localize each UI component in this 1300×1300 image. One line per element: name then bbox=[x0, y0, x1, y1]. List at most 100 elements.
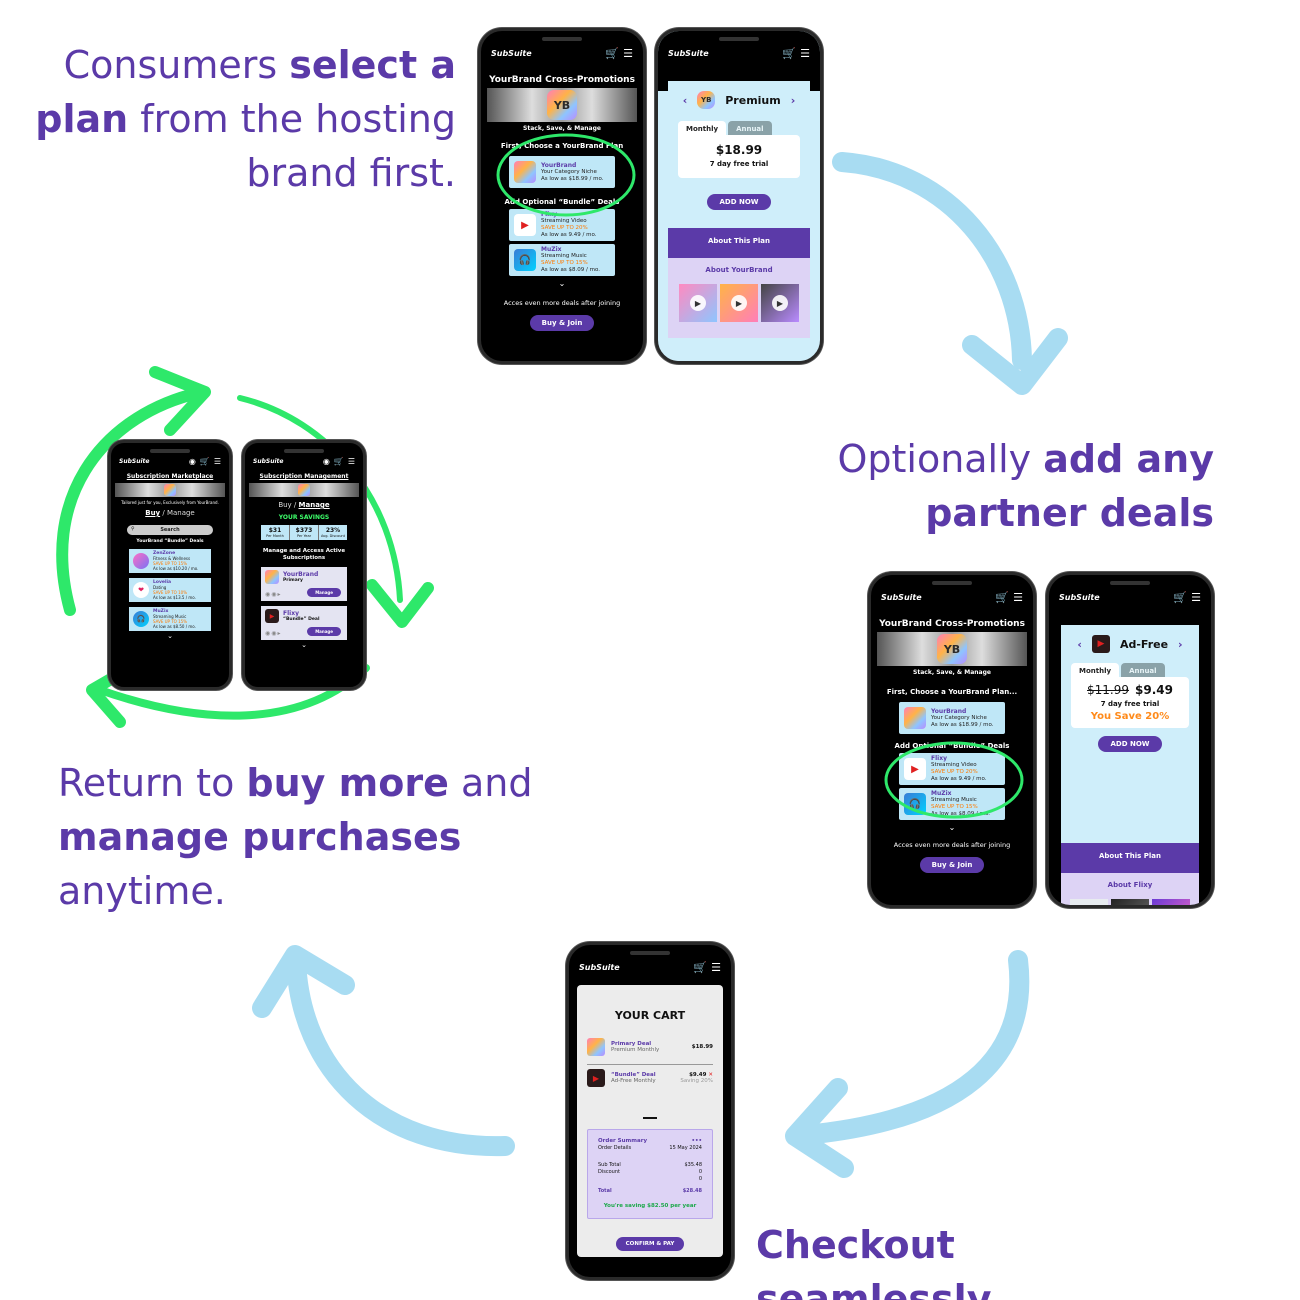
menu-icon[interactable]: ☰ bbox=[213, 456, 221, 466]
cart-item-price: $18.99 bbox=[691, 1044, 713, 1050]
card-price: As low as $18.99 / mo. bbox=[541, 175, 604, 182]
caption-bold: buy more bbox=[246, 761, 449, 805]
sub-card-flixy[interactable]: ▶Flixy“Bundle” Deal ◉◉▸ Manage bbox=[261, 606, 347, 640]
search-input[interactable]: ⚲Search bbox=[127, 525, 213, 535]
remove-icon[interactable]: ✕ bbox=[708, 1072, 713, 1078]
tab-monthly[interactable]: Monthly bbox=[1071, 663, 1120, 677]
media-thumb[interactable]: ▶ bbox=[1111, 899, 1149, 905]
old-price: $11.99 bbox=[1087, 683, 1130, 697]
tab-annual[interactable]: Annual bbox=[728, 121, 772, 135]
chevron-down-icon[interactable]: ⌄ bbox=[301, 641, 307, 649]
subsuite-logo: SubSuite bbox=[881, 592, 922, 602]
about-plan-button[interactable]: About This Plan bbox=[1061, 843, 1199, 873]
chevron-left-icon[interactable]: ‹ bbox=[1077, 637, 1082, 651]
menu-icon[interactable]: ☰ bbox=[800, 46, 810, 60]
phone-cross-promotions-a: SubSuite 🛒☰ YourBrand Cross-Promotions Y… bbox=[478, 28, 646, 364]
total-label: Total bbox=[598, 1188, 612, 1194]
app-header: SubSuite 🛒☰ bbox=[1049, 575, 1211, 605]
yourbrand-logo bbox=[164, 484, 176, 496]
tab-buy[interactable]: Buy bbox=[278, 501, 292, 509]
card-price: As low as $8.09 / mo. bbox=[931, 811, 990, 817]
cart-icon[interactable]: 🛒 bbox=[995, 590, 1010, 604]
card-save: SAVE UP TO 15% bbox=[153, 619, 187, 624]
cart-icon[interactable]: 🛒 bbox=[1173, 590, 1188, 604]
cart-icon[interactable]: 🛒 bbox=[782, 46, 797, 60]
card-name: MuZix bbox=[541, 246, 562, 253]
avatar-icon[interactable]: ◉ bbox=[188, 456, 196, 466]
menu-icon[interactable]: ☰ bbox=[347, 456, 355, 466]
app-store-icons[interactable]: ◉◉▸ bbox=[265, 630, 282, 637]
caption-text: and bbox=[448, 761, 533, 805]
manage-button[interactable]: Manage bbox=[307, 627, 341, 636]
cart-icon[interactable]: 🛒 bbox=[199, 456, 210, 466]
buy-join-button[interactable]: Buy & Join bbox=[530, 315, 594, 331]
media-thumb[interactable]: ▶ bbox=[761, 284, 799, 322]
cart-icon[interactable]: 🛒 bbox=[693, 960, 708, 974]
sub-name: YourBrand bbox=[283, 571, 319, 578]
management-title[interactable]: Subscription Management bbox=[259, 473, 349, 480]
tab-manage[interactable]: Manage bbox=[298, 501, 330, 509]
chevron-down-icon[interactable]: ⌄ bbox=[167, 632, 173, 640]
cart-item-sub: Ad-Free Monthly bbox=[611, 1078, 656, 1084]
card-name: YourBrand bbox=[541, 161, 577, 169]
about-plan-button[interactable]: About This Plan bbox=[668, 228, 810, 258]
marketplace-title[interactable]: Subscription Marketplace bbox=[126, 473, 214, 480]
add-now-button[interactable]: ADD NOW bbox=[707, 194, 771, 210]
chevron-right-icon[interactable]: › bbox=[790, 93, 796, 107]
chevron-down-icon[interactable]: ⌄ bbox=[948, 823, 956, 832]
card-save: SAVE UP TO 10% bbox=[153, 590, 187, 595]
media-thumb[interactable]: ▶ bbox=[679, 284, 717, 322]
arrow-to-checkout bbox=[795, 950, 1030, 1145]
menu-icon[interactable]: ☰ bbox=[623, 46, 633, 60]
cart-icon[interactable]: 🛒 bbox=[605, 46, 620, 60]
confirm-pay-button[interactable]: CONFIRM & PAY bbox=[616, 1237, 684, 1251]
more-icon[interactable]: ••• bbox=[691, 1138, 702, 1144]
arrow-to-partner-deals bbox=[832, 152, 1032, 370]
tab-monthly[interactable]: Monthly bbox=[678, 121, 727, 135]
manage-button[interactable]: Manage bbox=[307, 588, 341, 597]
app-header: SubSuite 🛒☰ bbox=[871, 575, 1033, 605]
divider bbox=[643, 1117, 657, 1119]
media-thumb[interactable]: ▶ bbox=[720, 284, 758, 322]
menu-icon[interactable]: ☰ bbox=[1013, 590, 1023, 604]
card-line: Your Category Niche bbox=[541, 168, 597, 175]
promo-tagline: Stack, Save, & Manage bbox=[913, 669, 991, 676]
extra-value: 0 bbox=[698, 1176, 702, 1182]
tab-annual[interactable]: Annual bbox=[1121, 663, 1165, 677]
chevron-left-icon[interactable]: ‹ bbox=[682, 93, 688, 107]
card-line: Streaming Video bbox=[931, 762, 977, 768]
app-store-icons[interactable]: ◉◉▸ bbox=[265, 591, 282, 598]
stat-value: $31 bbox=[268, 527, 282, 534]
brand-banner: YB bbox=[487, 88, 637, 122]
buy-join-button[interactable]: Buy & Join bbox=[920, 857, 984, 873]
chevron-down-icon[interactable]: ⌄ bbox=[558, 279, 566, 288]
media-thumbs: ● ▶ ▶ bbox=[1061, 899, 1199, 905]
media-thumb[interactable]: ▶ bbox=[1152, 899, 1190, 905]
chevron-right-icon[interactable]: › bbox=[1178, 637, 1183, 651]
cart-icon[interactable]: 🛒 bbox=[333, 456, 344, 466]
media-thumb[interactable]: ● bbox=[1070, 899, 1108, 905]
tab-buy[interactable]: Buy bbox=[145, 509, 161, 517]
menu-icon[interactable]: ☰ bbox=[711, 960, 721, 974]
menu-icon[interactable]: ☰ bbox=[1191, 590, 1201, 604]
avatar-icon[interactable]: ◉ bbox=[322, 456, 330, 466]
highlight-circle bbox=[884, 741, 1024, 819]
add-now-button[interactable]: ADD NOW bbox=[1098, 736, 1162, 752]
heart-icon: ❤ bbox=[133, 582, 149, 598]
tab-manage[interactable]: Manage bbox=[166, 509, 195, 517]
